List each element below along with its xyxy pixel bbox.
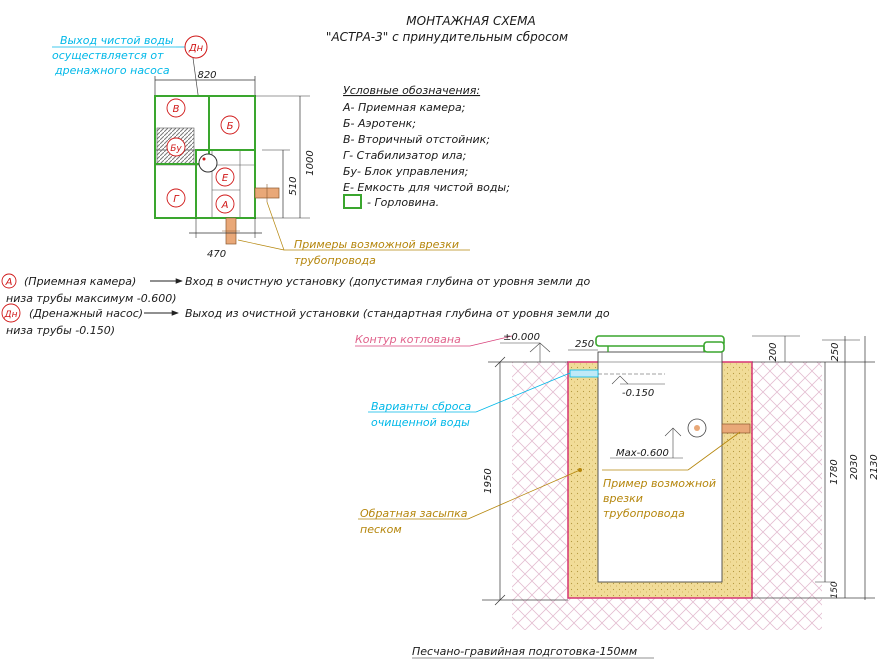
base-layer-label: Песчано-гравийная подготовка-150мм	[412, 645, 637, 658]
title-line-2: "АСТРА-3" с принудительным сбросом	[326, 30, 568, 44]
title-block: МОНТАЖНАЯ СХЕМА "АСТРА-3" с принудительн…	[326, 14, 568, 44]
dim-right-250: 250	[830, 342, 841, 361]
dim-1000: 1000	[305, 150, 316, 175]
inlet-marker: А	[5, 277, 13, 288]
dim-820: 820	[197, 70, 216, 81]
legend: Условные обозначения: А- Приемная камера…	[342, 84, 510, 209]
plan-note-inlet-1: Примеры возможной врезки	[294, 238, 459, 251]
inlet-text-3: низа трубы максимум -0.600)	[6, 292, 177, 305]
svg-text:А: А	[221, 200, 229, 211]
svg-text:Г: Г	[173, 194, 180, 205]
svg-text:В: В	[173, 104, 180, 115]
svg-text:Б: Б	[227, 121, 234, 132]
title-line-1: МОНТАЖНАЯ СХЕМА	[406, 14, 535, 28]
dim-top-200: 200	[768, 342, 779, 361]
inlet-text-1: (Приемная камера)	[24, 275, 136, 288]
outlet-text-3: низа трубы -0.150)	[6, 324, 115, 337]
svg-text:Бу: Бу	[170, 144, 182, 154]
connection-notes: А (Приемная камера) Вход в очистную уста…	[1, 273, 610, 337]
level-max-label: Max-0.600	[616, 448, 669, 459]
legend-hatch-swatch	[343, 194, 362, 209]
compartment-g: Г	[166, 188, 186, 208]
plan-note-outlet-1: Выход чистой воды	[60, 34, 174, 47]
level-zero-label: ±0.000	[503, 332, 540, 343]
dim-1780: 1780	[829, 459, 840, 484]
dim-2030: 2030	[849, 454, 860, 479]
compartment-v: В	[166, 98, 186, 118]
legend-item-b: Б- Аэротенк;	[343, 117, 416, 130]
legend-heading: Условные обозначения:	[343, 84, 480, 97]
compartment-bu: Бу	[166, 137, 186, 157]
section-note-pipe-3: трубопровода	[603, 507, 685, 520]
drain-pump-label: Дн	[188, 43, 204, 54]
section-note-pipe-1: Пример возможной	[603, 477, 716, 490]
legend-hatch-label: - Горловина.	[367, 196, 439, 209]
dim-left-1950: 1950	[483, 468, 494, 493]
plan-view: Выход чистой воды осуществляется от дрен…	[52, 34, 470, 267]
section-view: Контур котлована ±0.000 250 200 250 1950…	[355, 332, 880, 659]
dim-510: 510	[288, 176, 299, 195]
dim-470: 470	[207, 249, 226, 260]
legend-item-e: Е- Емкость для чистой воды;	[343, 181, 510, 194]
level-outlet-label: -0.150	[622, 388, 654, 399]
section-note-discharge-1: Варианты сброса	[371, 400, 472, 413]
dim-bottom-150: 150	[830, 581, 840, 598]
drain-pump-marker	[184, 35, 208, 59]
section-note-discharge-2: очищенной воды	[371, 416, 470, 429]
plan-note-outlet-2: осуществляется от	[52, 49, 164, 62]
outlet-text-2: Выход из очистной установки (стандартная…	[185, 307, 610, 320]
legend-item-a: А- Приемная камера;	[342, 101, 465, 114]
section-note-pipe-2: врезки	[603, 492, 643, 505]
legend-item-bu: Бу- Блок управления;	[343, 165, 468, 178]
dim-2130: 2130	[869, 454, 880, 479]
compartment-a: А	[215, 194, 235, 214]
svg-text:Е: Е	[222, 173, 229, 184]
plan-note-inlet-2: трубопровода	[294, 254, 376, 267]
legend-item-v: В- Вторичный отстойник;	[343, 133, 490, 146]
legend-item-g: Г- Стабилизатор ила;	[343, 149, 466, 162]
plan-note-outlet-3: дренажного насоса	[54, 64, 170, 77]
section-note-backfill-2: песком	[360, 523, 402, 536]
outlet-text-1: (Дренажный насос)	[29, 307, 143, 320]
inlet-text-2: Вход в очистную установку (допустимая гл…	[185, 275, 591, 288]
compartment-b: Б	[220, 115, 240, 135]
section-note-backfill-1: Обратная засыпка	[360, 507, 468, 520]
dim-top-250: 250	[575, 339, 594, 350]
compartment-e: Е	[215, 167, 235, 187]
outlet-marker: Дн	[4, 310, 18, 320]
pit-outline-label: Контур котлована	[355, 333, 461, 346]
